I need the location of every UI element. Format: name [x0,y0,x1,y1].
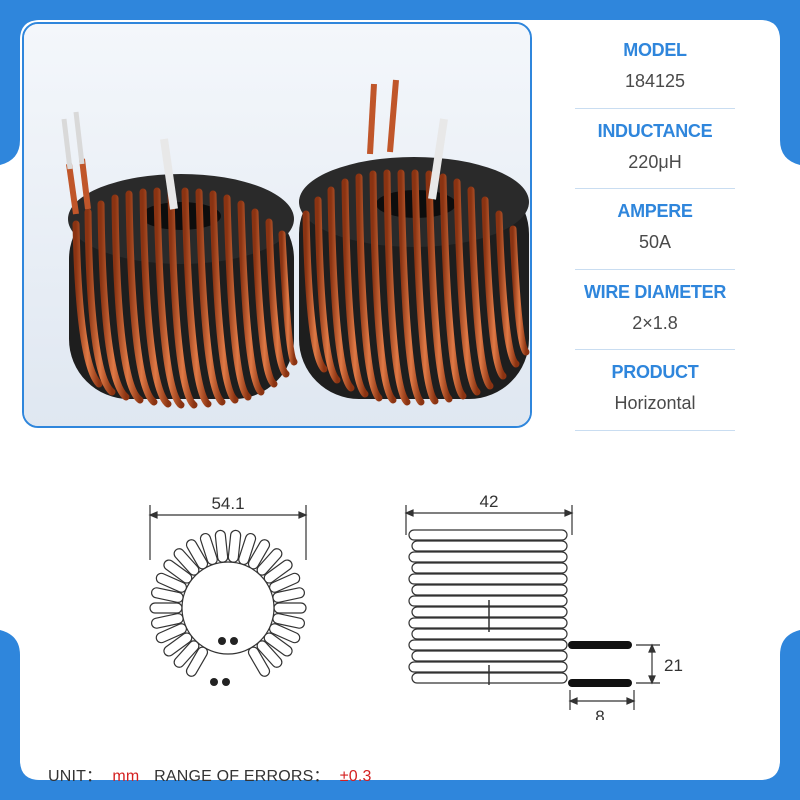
side-turn [408,529,568,541]
side-turn [408,661,568,673]
spec-label: WIRE DIAMETER [583,281,727,302]
width-label: 42 [480,492,499,511]
ring-view: 54.1 [148,494,308,686]
spec-value: 184125 [624,71,686,91]
side-turn [408,573,568,585]
errors-label: RANGE OF ERRORS： [154,768,330,785]
side-turn [411,650,568,662]
unit-label: UNIT： [48,768,103,785]
side-turn [408,639,568,651]
side-turn [411,584,568,596]
spec-value: 2×1.8 [632,312,678,333]
footer-note: UNIT： mm RANGE OF ERRORS： ±0.3 [48,762,382,786]
spec-label: PRODUCT [611,362,699,382]
spec-label: AMPERE [617,201,693,221]
side-turn [411,562,568,574]
side-turn [411,540,568,552]
spec-table: MODEL 184125 INDUCTANCE 220μH AMPERE 50A… [575,28,735,431]
spec-product: PRODUCT Horizontal [575,350,735,431]
outer-diameter-label: 54.1 [211,494,244,513]
product-photo [22,22,532,428]
spec-ampere: AMPERE 50A [575,189,735,270]
spec-inductance: INDUCTANCE 220μH [575,109,735,189]
spec-value: Horizontal [614,393,696,413]
toroid-inductor-image [24,24,530,426]
right-inductor [299,79,530,406]
side-view: 42 21 8 [404,492,683,720]
lead-length-label: 8 [595,707,604,720]
side-turn [408,551,568,563]
dimension-drawing: 54.1 42 21 8 [148,492,683,720]
ring-turn [273,602,307,614]
left-inductor [61,111,298,409]
unit-value: mm [112,768,140,785]
side-turn [408,617,568,629]
spec-model: MODEL 184125 [575,28,735,109]
spec-value: 220μH [628,151,682,172]
spec-label: MODEL [623,40,687,60]
lead-spacing-label: 21 [664,656,683,675]
spec-label: INDUCTANCE [597,120,713,141]
side-turn [408,595,568,607]
ring-turn [149,602,183,614]
spec-wire-diameter: WIRE DIAMETER 2×1.8 [575,270,735,350]
errors-value: ±0.3 [339,768,372,785]
spec-value: 50A [638,232,672,252]
